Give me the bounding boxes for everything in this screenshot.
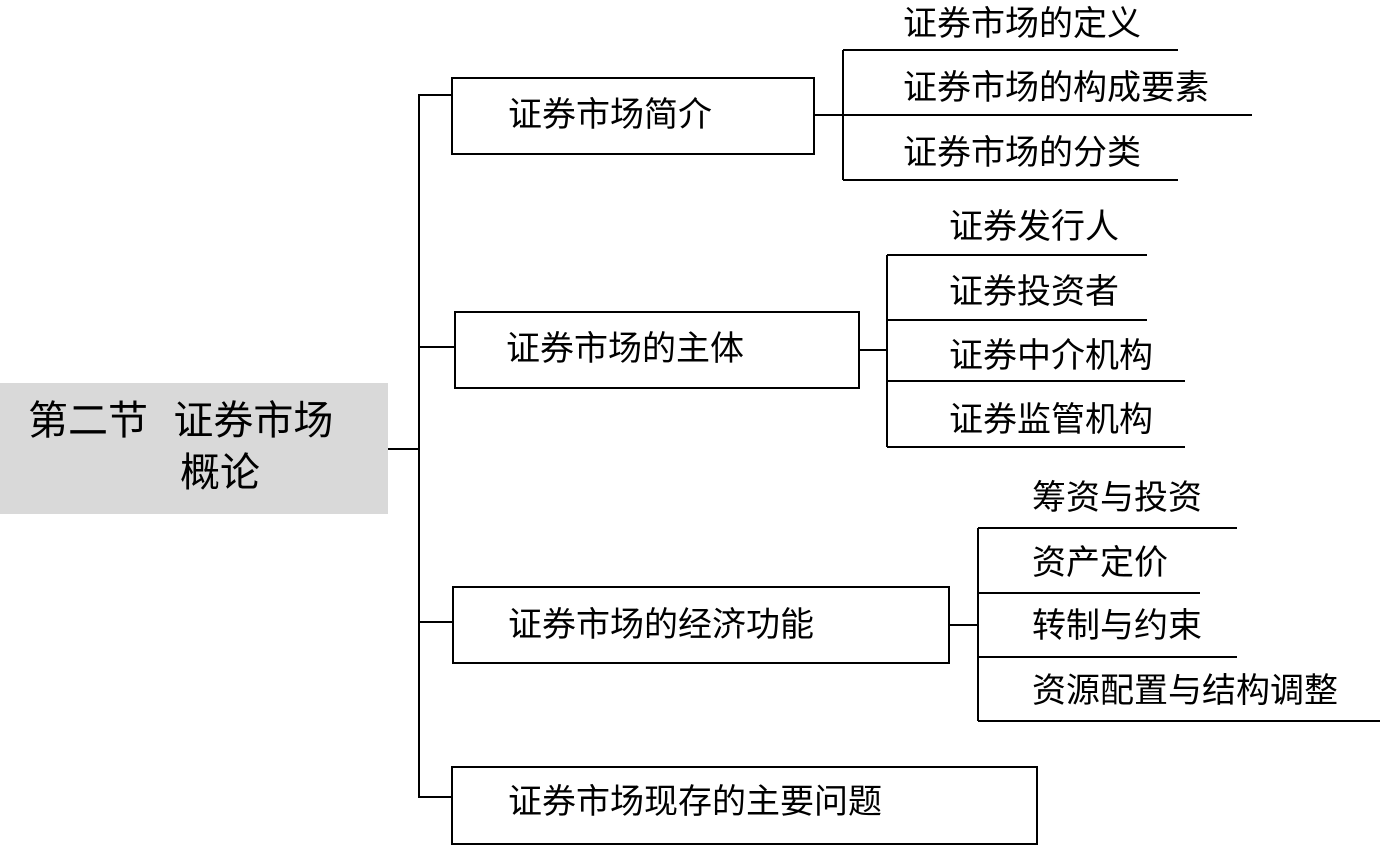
branch-node-functions — [452, 586, 950, 664]
root-title-line-2: 概论 — [180, 450, 260, 496]
leaf-label: 证券投资者 — [949, 272, 1119, 312]
leaf-label: 资源配置与结构调整 — [1032, 671, 1338, 711]
branch-node-participants — [454, 311, 860, 389]
leaf-label: 资产定价 — [1032, 543, 1168, 583]
branch-label-intro: 证券市场简介 — [508, 95, 712, 135]
leaf-label: 证券市场的构成要素 — [903, 68, 1209, 108]
leaf-label: 证券中介机构 — [949, 336, 1153, 376]
branch-node-intro — [451, 77, 815, 155]
root-node — [0, 383, 388, 514]
branch-label-functions: 证券市场的经济功能 — [508, 605, 814, 645]
root-title-line-1: 第二节 证券市场 — [28, 398, 334, 444]
leaf-label: 证券市场的分类 — [903, 133, 1141, 173]
leaf-label: 筹资与投资 — [1032, 478, 1202, 518]
branch-label-problems: 证券市场现存的主要问题 — [508, 782, 882, 822]
leaf-label: 转制与约束 — [1032, 606, 1202, 646]
leaf-label: 证券发行人 — [949, 207, 1119, 247]
branch-label-participants: 证券市场的主体 — [506, 329, 744, 369]
leaf-label: 证券监管机构 — [949, 400, 1153, 440]
leaf-label: 证券市场的定义 — [903, 4, 1141, 44]
branch-node-problems — [451, 766, 1038, 845]
